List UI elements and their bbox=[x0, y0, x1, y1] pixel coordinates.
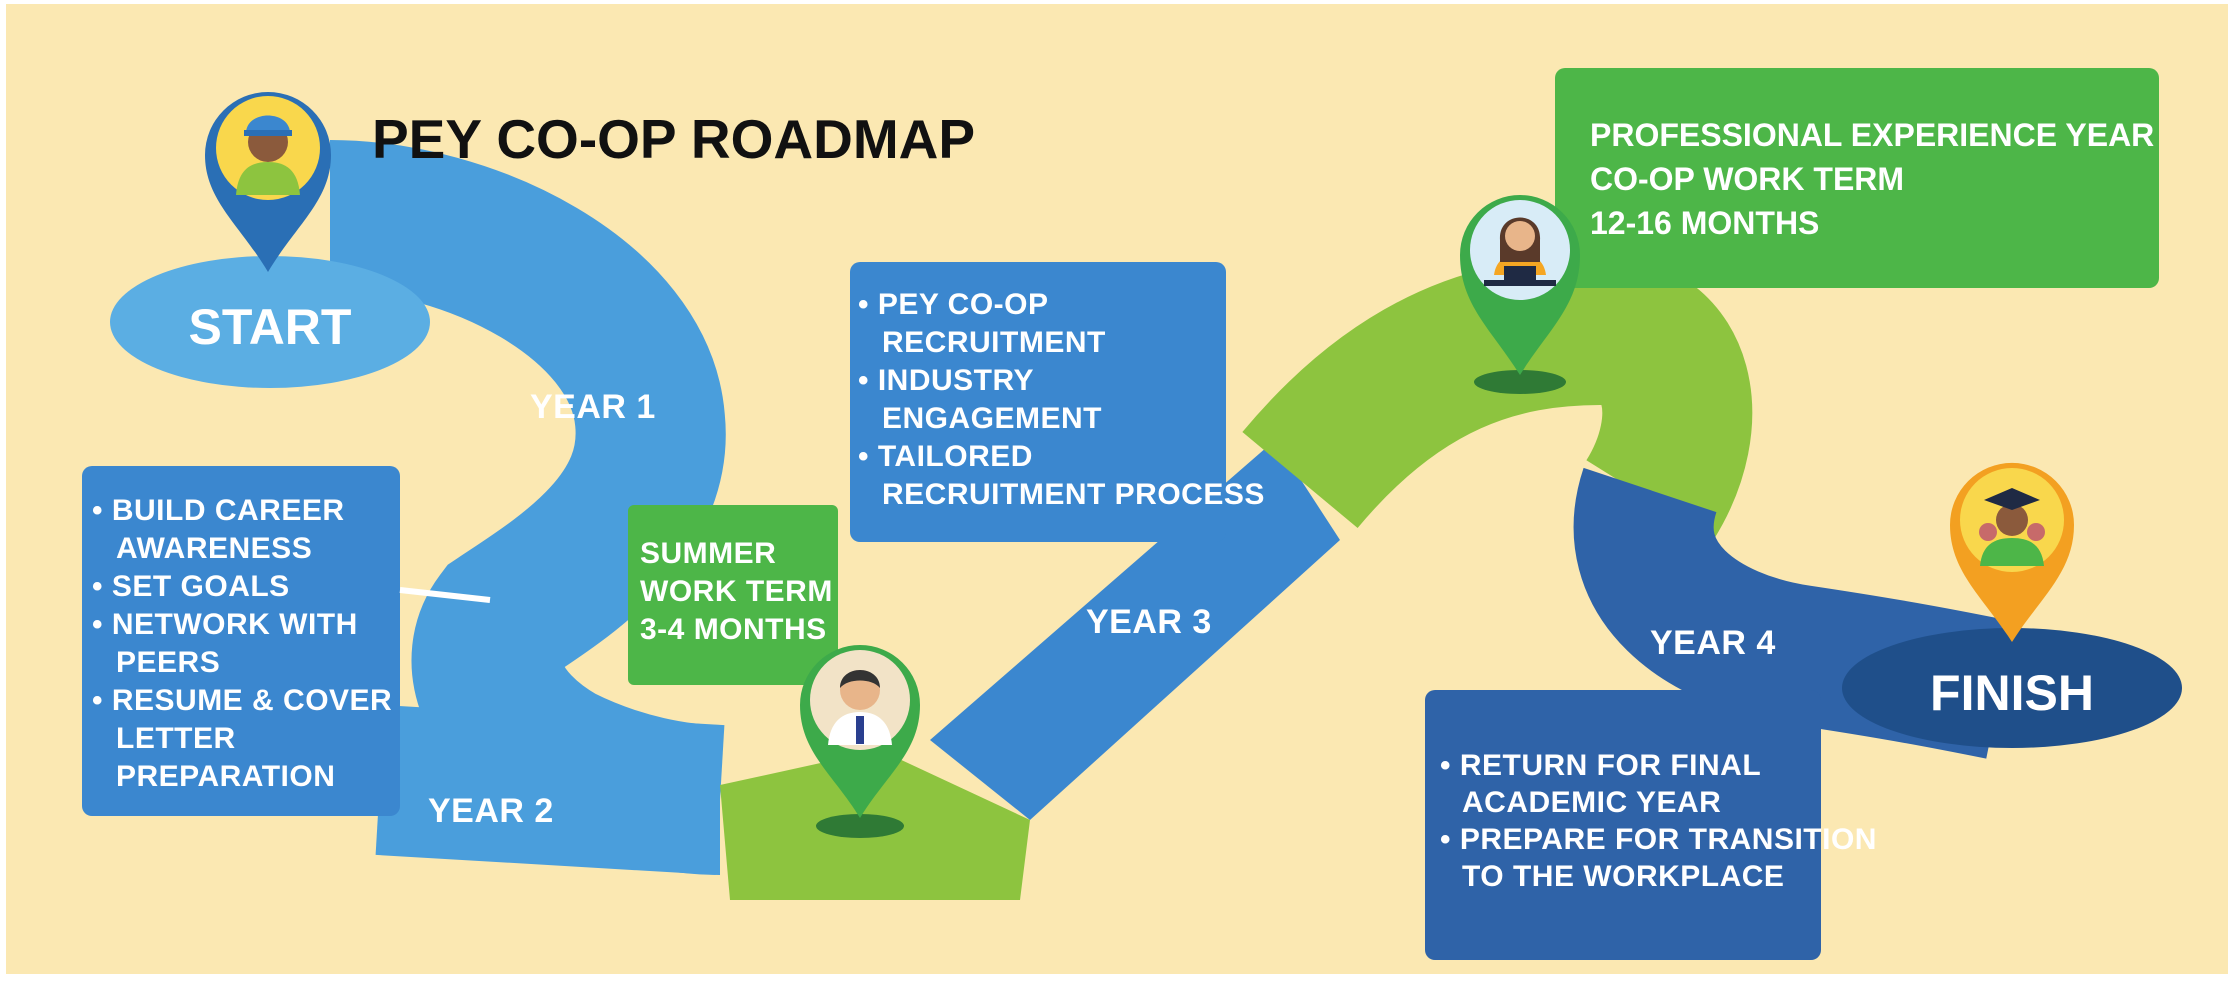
year1-2-activities-box: • BUILD CAREER AWARENESS • SET GOALS • N… bbox=[82, 466, 491, 816]
road-segment-year3 bbox=[930, 440, 1340, 820]
summer-marker bbox=[800, 645, 920, 838]
year3-list: • PEY CO-OP RECRUITMENT • INDUSTRY ENGAG… bbox=[858, 288, 1265, 511]
finish-label: FINISH bbox=[1930, 665, 2094, 721]
professional-at-laptop-icon bbox=[1484, 217, 1556, 286]
year4-list: • RETURN FOR FINAL ACADEMIC YEAR • PREPA… bbox=[1440, 749, 1886, 893]
start-ellipse bbox=[110, 256, 430, 388]
pey-work-term-box: PROFESSIONAL EXPERIENCE YEAR CO-OP WORK … bbox=[1555, 68, 2163, 288]
year1-label: YEAR 1 bbox=[530, 388, 656, 426]
year4-box-bg bbox=[1425, 690, 1821, 960]
student-in-shirt-and-tie-icon bbox=[828, 670, 892, 745]
year4-activities-box: • RETURN FOR FINAL ACADEMIC YEAR • PREPA… bbox=[1425, 690, 1886, 960]
year3-activities-box: • PEY CO-OP RECRUITMENT • INDUSTRY ENGAG… bbox=[850, 262, 1265, 542]
road-segment-pey bbox=[1242, 254, 1753, 540]
start-label: START bbox=[189, 299, 352, 355]
finish-marker: FINISH bbox=[1842, 462, 2182, 748]
finish-ellipse bbox=[1842, 628, 2182, 748]
year3-box-bg bbox=[850, 262, 1226, 542]
road-segment-year2 bbox=[375, 705, 725, 875]
summer-pin-shadow bbox=[816, 814, 904, 838]
year4-label: YEAR 4 bbox=[1650, 624, 1776, 662]
year1-2-connector bbox=[399, 587, 491, 603]
page-title: PEY CO-OP ROADMAP bbox=[372, 108, 975, 170]
graduate-with-cap-icon bbox=[1979, 488, 2045, 566]
pey-pin-shadow bbox=[1474, 370, 1566, 394]
year1-2-box-bg bbox=[82, 466, 400, 816]
student-with-backpack-icon bbox=[236, 115, 300, 195]
year2-label: YEAR 2 bbox=[428, 792, 554, 830]
pey-box-text: PROFESSIONAL EXPERIENCE YEAR CO-OP WORK … bbox=[1590, 117, 2163, 241]
start-marker: START bbox=[110, 92, 430, 388]
summer-box-bg bbox=[628, 505, 838, 685]
pey-marker bbox=[1460, 195, 1580, 394]
year1-2-list: • BUILD CAREER AWARENESS • SET GOALS • N… bbox=[92, 494, 401, 793]
pey-box-bg bbox=[1555, 68, 2159, 288]
summer-box-text: SUMMER WORK TERM 3-4 MONTHS bbox=[640, 537, 842, 646]
year3-label: YEAR 3 bbox=[1086, 603, 1212, 641]
summer-work-term-box: SUMMER WORK TERM 3-4 MONTHS bbox=[628, 505, 842, 685]
